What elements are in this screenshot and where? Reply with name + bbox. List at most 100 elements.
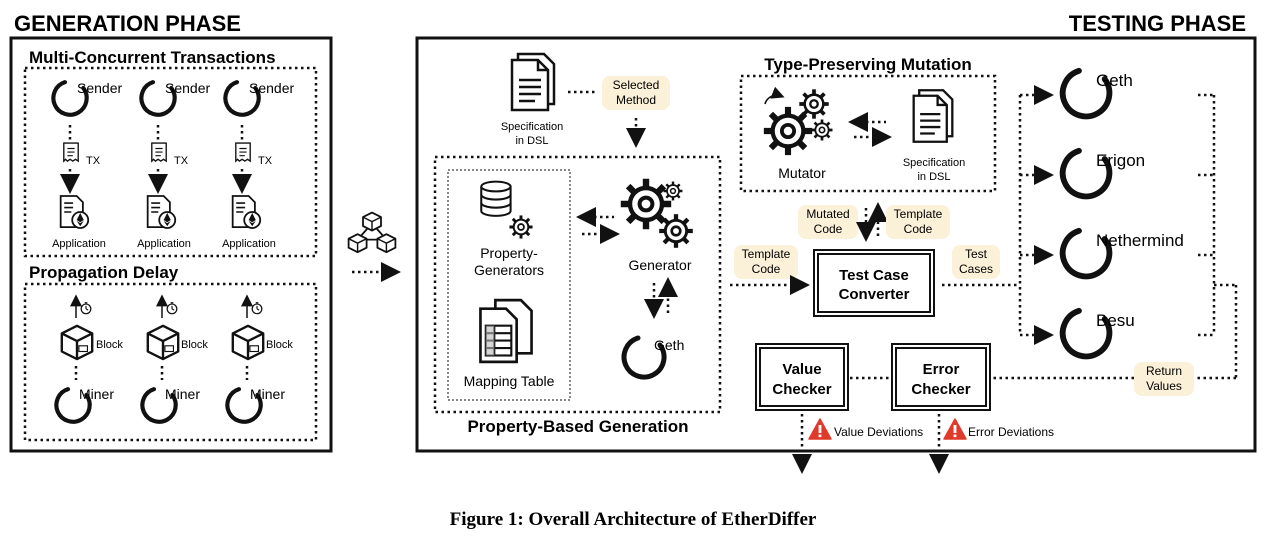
client-label: Geth	[1096, 71, 1133, 90]
converter-title-line-1: Test Case	[839, 267, 909, 284]
return-values-line-2: Values	[1146, 379, 1182, 393]
return-values-line-1: Return	[1146, 364, 1182, 378]
transaction-icon	[235, 142, 251, 162]
mutator-gears	[765, 86, 833, 152]
miner-column-1: Block Miner	[56, 294, 123, 422]
tx-label: TX	[86, 155, 101, 167]
sender-column-2: Sender TX Application	[137, 80, 210, 250]
mutated-code-line-2: Code	[814, 222, 843, 236]
spec-dsl-line-1: Specification	[501, 121, 563, 133]
type-preserving-mutation-frame	[739, 74, 997, 193]
test-case-converter-box	[813, 249, 935, 317]
template-code-line-1: Template	[894, 207, 943, 221]
block-icon	[146, 324, 180, 361]
gear-icon	[624, 182, 668, 226]
converter-template-line-1: Template	[742, 247, 791, 261]
multi-concurrent-title: Multi-Concurrent Transactions	[29, 48, 276, 67]
client-erigon: Erigon	[1063, 151, 1145, 197]
value-checker-line-1: Value	[782, 361, 821, 378]
block-label: Block	[96, 339, 123, 351]
application-label: Application	[222, 238, 276, 250]
test-cases-tag	[952, 245, 1000, 279]
client-label: Erigon	[1096, 151, 1145, 170]
property-generators-line-2: Generators	[474, 262, 544, 278]
sender-label: Sender	[77, 80, 122, 96]
generation-phase-heading: GENERATION PHASE	[14, 11, 241, 36]
stopwatch-icon	[80, 302, 92, 315]
transaction-icon	[63, 142, 79, 162]
value-checker-line-2: Checker	[772, 381, 831, 398]
return-values-tag	[1134, 362, 1194, 396]
block-icon	[60, 324, 94, 361]
specification-document-icon	[510, 52, 556, 112]
block-icon	[231, 324, 265, 361]
client-label: Besu	[1096, 311, 1135, 330]
multi-concurrent-frame	[23, 66, 318, 258]
block-label: Block	[266, 339, 293, 351]
application-label: Application	[137, 238, 191, 250]
application-icon	[146, 195, 177, 229]
specification-document-icon	[912, 89, 954, 143]
mapping-table-label: Mapping Table	[464, 373, 555, 389]
client-label: Nethermind	[1096, 231, 1184, 250]
mutated-code-tag	[798, 205, 858, 239]
propagation-delay-frame	[23, 282, 318, 442]
database-icon	[480, 180, 512, 217]
error-checker-box	[891, 343, 991, 411]
warning-icon	[808, 418, 832, 440]
error-deviations-label: Error Deviations	[968, 425, 1054, 439]
mapping-table-icon	[479, 298, 533, 364]
miner-column-3: Block Miner	[227, 294, 293, 422]
generator-gears	[624, 182, 691, 246]
miner-column-2: Block Miner	[142, 294, 208, 422]
blockchain-network-icon	[347, 211, 397, 254]
mutated-code-line-1: Mutated	[806, 207, 849, 221]
tx-label: TX	[258, 155, 273, 167]
client-geth: Geth	[1063, 71, 1133, 117]
value-deviations-label: Value Deviations	[834, 425, 923, 439]
pbg-geth-label: Geth	[654, 337, 684, 353]
spec-dsl-line-2: in DSL	[515, 135, 548, 147]
test-cases-line-1: Test	[965, 247, 988, 261]
block-label: Block	[181, 339, 208, 351]
property-generators-line-1: Property-	[480, 245, 538, 261]
application-icon	[231, 195, 262, 229]
converter-template-line-2: Code	[752, 262, 781, 276]
sender-label: Sender	[249, 80, 294, 96]
sender-column-1: Sender TX Application	[52, 80, 122, 250]
miner-label: Miner	[250, 386, 285, 402]
generator-label: Generator	[628, 257, 691, 273]
client-besu: Besu	[1063, 311, 1135, 357]
selected-method-tag	[602, 76, 670, 110]
type-preserving-mutation-title: Type-Preserving Mutation	[764, 55, 972, 74]
gear-icon	[663, 181, 683, 201]
mutator-label: Mutator	[778, 165, 826, 181]
converter-title-line-2: Converter	[839, 286, 910, 303]
gear-icon	[811, 119, 833, 141]
gear-icon	[767, 110, 809, 152]
propagation-delay-title: Propagation Delay	[29, 263, 179, 282]
warning-icon	[943, 418, 967, 440]
testing-phase-frame	[415, 36, 1257, 453]
template-code-line-2: Code	[904, 222, 933, 236]
mutation-spec-line-2: in DSL	[917, 171, 950, 183]
sender-column-3: Sender TX Application	[222, 80, 294, 250]
application-label: Application	[52, 238, 106, 250]
testing-phase-heading: TESTING PHASE	[1069, 11, 1246, 36]
value-checker-box	[755, 343, 849, 411]
error-checker-line-2: Checker	[911, 381, 970, 398]
sender-label: Sender	[165, 80, 210, 96]
gear-icon	[661, 216, 690, 245]
stopwatch-icon	[251, 302, 263, 315]
generators-panel	[447, 169, 571, 401]
application-icon	[59, 195, 90, 229]
template-code-tag	[886, 205, 950, 239]
selected-method-line-2: Method	[616, 93, 656, 107]
transaction-icon	[151, 142, 167, 162]
client-nethermind: Nethermind	[1063, 231, 1184, 277]
figure-caption: Figure 1: Overall Architecture of EtherD…	[450, 509, 817, 530]
stopwatch-icon	[166, 302, 178, 315]
mutation-spec-line-1: Specification	[903, 157, 965, 169]
generation-phase-frame	[9, 36, 333, 453]
error-checker-line-1: Error	[923, 361, 960, 378]
